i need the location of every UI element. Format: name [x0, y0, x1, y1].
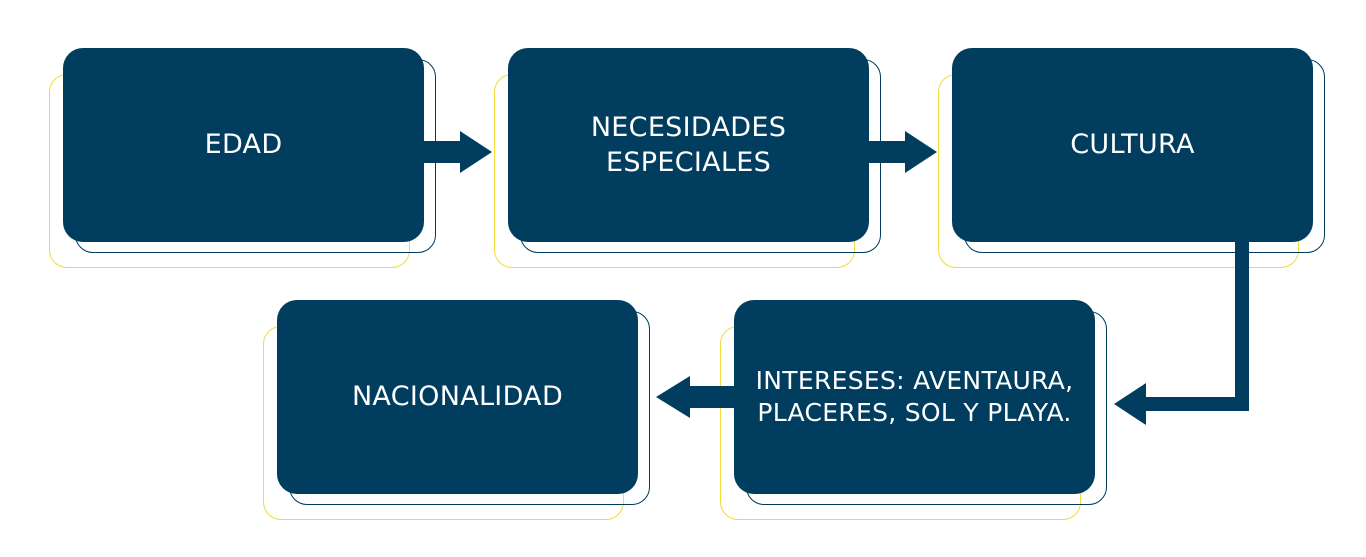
arrow-cultura-to-intereses: [1114, 242, 1249, 425]
node-edad: EDAD: [49, 48, 436, 268]
node-necesidades-box: NECESIDADES ESPECIALES: [508, 48, 869, 242]
node-edad-label: EDAD: [204, 129, 283, 161]
node-nacionalidad: NACIONALIDAD: [263, 300, 650, 520]
node-necesidades-especiales: NECESIDADES ESPECIALES: [494, 48, 881, 268]
arrow-necesidades-to-cultura: [869, 131, 937, 173]
node-edad-box: EDAD: [63, 48, 424, 242]
arrow-intereses-to-nacionalidad: [656, 376, 734, 418]
node-nacionalidad-box: NACIONALIDAD: [277, 300, 638, 494]
node-intereses-box: INTERESES: AVENTAURA, PLACERES, SOL Y PL…: [734, 300, 1095, 494]
node-intereses-label: INTERESES: AVENTAURA, PLACERES, SOL Y PL…: [755, 365, 1074, 428]
node-cultura-box: CULTURA: [952, 48, 1313, 242]
node-necesidades-label: NECESIDADES ESPECIALES: [590, 111, 787, 178]
arrow-edad-to-necesidades: [424, 131, 492, 173]
node-cultura: CULTURA: [938, 48, 1325, 268]
node-nacionalidad-label: NACIONALIDAD: [351, 381, 564, 413]
node-intereses: INTERESES: AVENTAURA, PLACERES, SOL Y PL…: [720, 300, 1107, 520]
node-cultura-label: CULTURA: [1070, 129, 1195, 161]
